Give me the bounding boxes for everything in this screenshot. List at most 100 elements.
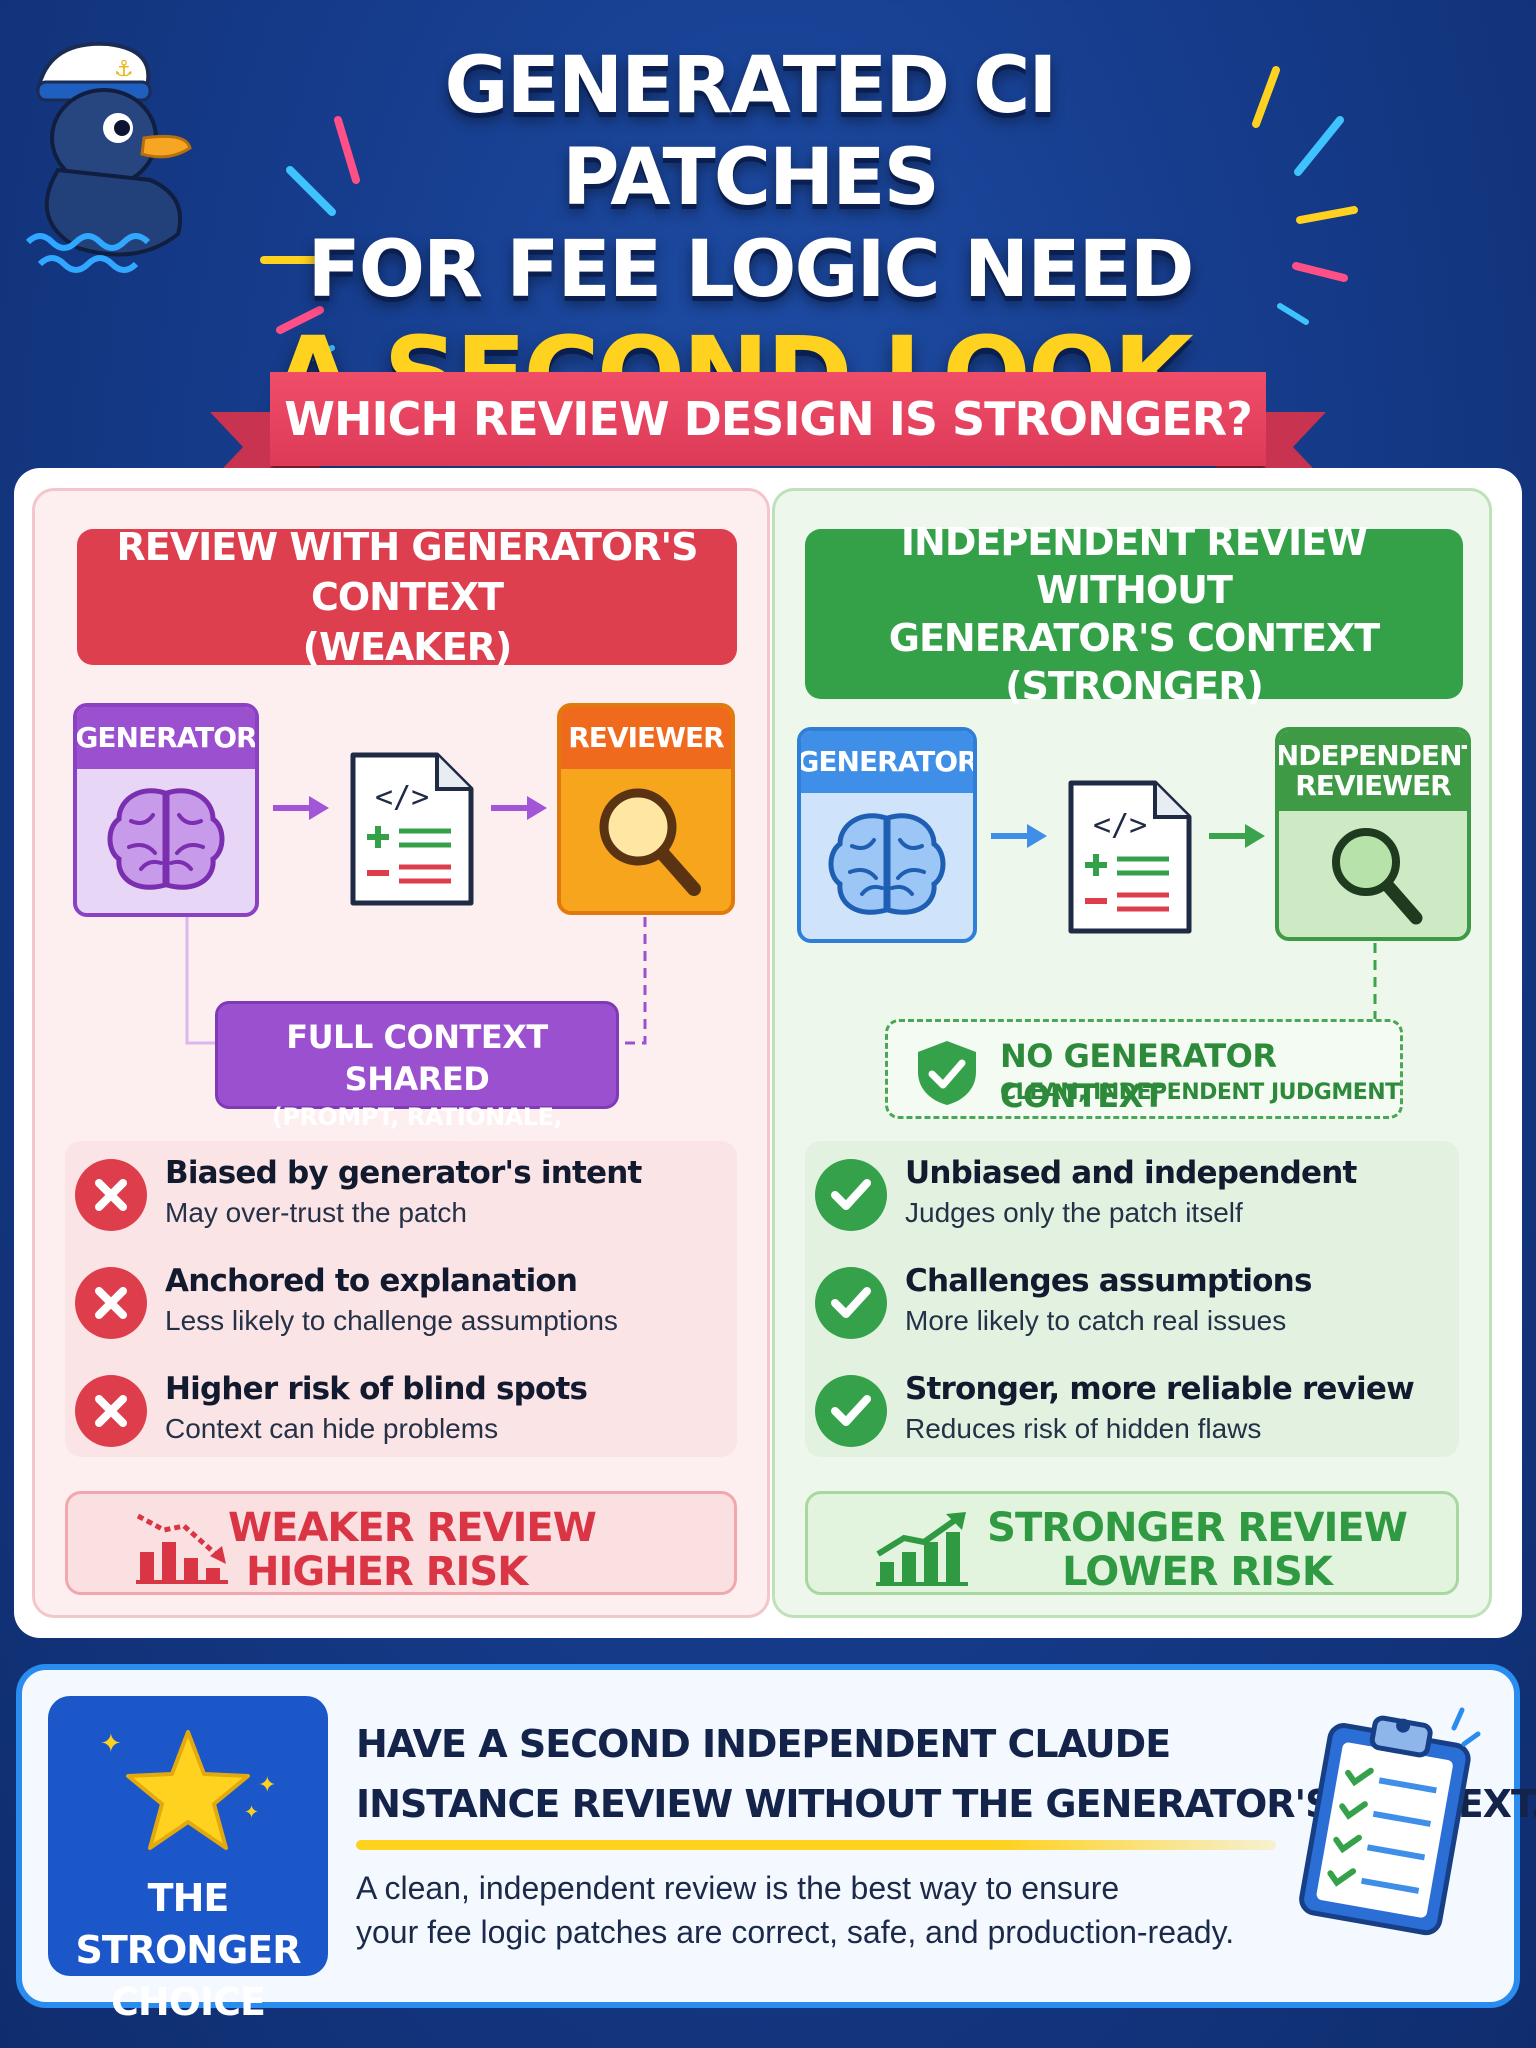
question-text: WHICH REVIEW DESIGN IS STRONGER? (270, 372, 1266, 466)
reviewer-connector (1373, 943, 1377, 1019)
code-patch-icon: </> (1068, 780, 1192, 934)
highlight-underline (356, 1840, 1276, 1850)
reviewer-node: REVIEWER (557, 703, 735, 915)
arrow-right-icon (1209, 824, 1265, 848)
item-title: Biased by generator's intent (165, 1155, 642, 1191)
weaker-result-text: WEAKER REVIEW HIGHER RISK (228, 1506, 724, 1594)
item-title: Challenges assumptions (905, 1263, 1312, 1299)
no-context-title: NO GENERATOR CONTEXT (1000, 1037, 1277, 1115)
item-description: Reduces risk of hidden flaws (905, 1413, 1262, 1444)
weaker-result-banner: WEAKER REVIEW HIGHER RISK (65, 1491, 737, 1595)
independent-reviewer-label: INDEPENDENT REVIEWER (1279, 731, 1467, 811)
badge-line-2: CHOICE (111, 1980, 266, 2024)
magnifier-icon (1279, 811, 1467, 937)
context-connector (185, 917, 647, 1045)
stronger-heading-line-1: INDEPENDENT REVIEW WITHOUT (900, 520, 1368, 612)
item-description: More likely to catch real issues (905, 1305, 1287, 1336)
headline-line-2: INSTANCE REVIEW WITHOUT THE GENERATOR'S … (356, 1782, 1536, 1826)
check-icon (815, 1375, 887, 1447)
title-line-1: GENERATED CI PATCHES (444, 41, 1058, 223)
reviewer-label-line-1: INDEPENDENT (1275, 739, 1471, 772)
list-item: Biased by generator's intent May over-tr… (65, 1149, 737, 1249)
item-description: Judges only the patch itself (905, 1197, 1243, 1228)
stronger-result-line-2: LOWER RISK (1062, 1549, 1333, 1595)
generator-node: GENERATOR (797, 727, 977, 943)
weaker-panel-heading: REVIEW WITH GENERATOR'S CONTEXT (WEAKER) (77, 525, 737, 669)
recommendation-card: ✦ ✦ ✦ ✦ THE STRONGER CHOICE HAVE A SECON… (16, 1664, 1536, 2024)
item-description: May over-trust the patch (165, 1197, 467, 1228)
svg-text:✦: ✦ (244, 1802, 259, 1822)
svg-text:⚓: ⚓ (114, 57, 134, 82)
list-item: Unbiased and independent Judges only the… (805, 1149, 1459, 1249)
badge-line-1: THE STRONGER (75, 1876, 301, 1972)
comparison-board: REVIEW WITH GENERATOR'S CONTEXT (WEAKER)… (14, 468, 1522, 1638)
sparkle-icon: ✦ ✦ ✦ (100, 1729, 276, 1822)
list-item: Stronger, more reliable review Reduces r… (805, 1365, 1459, 1465)
independent-reviewer-node: INDEPENDENT REVIEWER (1275, 727, 1471, 941)
item-description: Less likely to challenge assumptions (165, 1305, 618, 1336)
x-icon (75, 1375, 147, 1447)
magnifier-icon (561, 769, 731, 911)
stronger-points-list: Unbiased and independent Judges only the… (805, 1141, 1459, 1457)
svg-text:</>: </> (1093, 808, 1147, 843)
stronger-review-panel: INDEPENDENT REVIEW WITHOUT GENERATOR'S C… (772, 488, 1492, 1618)
list-item: Challenges assumptions More likely to ca… (805, 1257, 1459, 1357)
detail-line-2: your fee logic patches are correct, safe… (356, 1914, 1235, 1950)
recommendation-headline: HAVE A SECOND INDEPENDENT CLAUDE INSTANC… (356, 1714, 1536, 1834)
full-context-shared-box: FULL CONTEXT SHARED (PROMPT, RATIONALE, … (215, 1001, 619, 1165)
svg-text:✦: ✦ (258, 1773, 276, 1798)
weaker-result-line-1: WEAKER REVIEW (228, 1505, 597, 1551)
item-title: Anchored to explanation (165, 1263, 578, 1299)
detail-line-1: A clean, independent review is the best … (356, 1870, 1120, 1906)
arrow-right-icon (991, 824, 1047, 848)
item-title: Stronger, more reliable review (905, 1371, 1415, 1407)
svg-text:</>: </> (375, 780, 429, 815)
star-icon: ✦ (126, 1730, 250, 1850)
full-context-title: FULL CONTEXT SHARED (286, 1018, 548, 1098)
generator-node: GENERATOR (73, 703, 259, 917)
no-context-detail: CLEAN, INDEPENDENT JUDGMENT (1000, 1080, 1400, 1105)
check-icon (815, 1267, 887, 1339)
reviewer-label: REVIEWER (561, 707, 731, 769)
weaker-heading-line-1: REVIEW WITH GENERATOR'S CONTEXT (116, 525, 699, 619)
question-ribbon: WHICH REVIEW DESIGN IS STRONGER? (210, 372, 1326, 498)
stronger-choice-badge: ✦ ✦ ✦ ✦ THE STRONGER CHOICE (48, 1696, 328, 2024)
arrow-right-icon (273, 796, 329, 820)
confetti-left-icon (260, 116, 360, 363)
arrow-right-icon (491, 796, 547, 820)
stronger-result-line-1: STRONGER REVIEW (987, 1505, 1408, 1551)
stronger-result-banner: STRONGER REVIEW LOWER RISK (805, 1491, 1459, 1595)
item-description: Context can hide problems (165, 1413, 499, 1444)
weaker-heading-line-2: (WEAKER) (302, 625, 513, 669)
weaker-points-list: Biased by generator's intent May over-tr… (65, 1141, 737, 1457)
stronger-heading-line-2: GENERATOR'S CONTEXT (888, 616, 1380, 660)
confetti-right-icon (1252, 66, 1358, 325)
no-generator-context-box: NO GENERATOR CONTEXT CLEAN, INDEPENDENT … (885, 1019, 1403, 1119)
headline-line-1: HAVE A SECOND INDEPENDENT CLAUDE (356, 1722, 1171, 1766)
code-patch-icon: </> (350, 752, 474, 906)
sailor-duck-icon: ⚓ (18, 20, 208, 280)
checklist-clipboard-icon (1299, 1707, 1481, 1936)
check-icon (815, 1159, 887, 1231)
badge-text: THE STRONGER CHOICE (48, 1872, 328, 2028)
x-icon (75, 1267, 147, 1339)
list-item: Anchored to explanation Less likely to c… (65, 1257, 737, 1357)
generator-label: GENERATOR (77, 707, 255, 769)
svg-text:✦: ✦ (100, 1729, 122, 1759)
reviewer-label-line-2: REVIEWER (1295, 769, 1451, 802)
item-title: Higher risk of blind spots (165, 1371, 588, 1407)
x-icon (75, 1159, 147, 1231)
brain-icon (801, 793, 973, 939)
rising-chart-icon (876, 1512, 968, 1586)
stronger-heading-line-3: (STRONGER) (1005, 664, 1264, 708)
title-line-2: FOR FEE LOGIC NEED (307, 225, 1194, 315)
stronger-result-text: STRONGER REVIEW LOWER RISK (948, 1506, 1446, 1594)
recommendation-detail: A clean, independent review is the best … (356, 1866, 1316, 1954)
stronger-panel-heading: INDEPENDENT REVIEW WITHOUT GENERATOR'S C… (805, 520, 1463, 708)
list-item: Higher risk of blind spots Context can h… (65, 1365, 737, 1465)
weaker-result-line-2: HIGHER RISK (246, 1549, 528, 1595)
shield-check-icon (918, 1041, 976, 1105)
item-title: Unbiased and independent (905, 1155, 1357, 1191)
declining-chart-icon (136, 1513, 228, 1584)
brain-icon (77, 769, 255, 913)
